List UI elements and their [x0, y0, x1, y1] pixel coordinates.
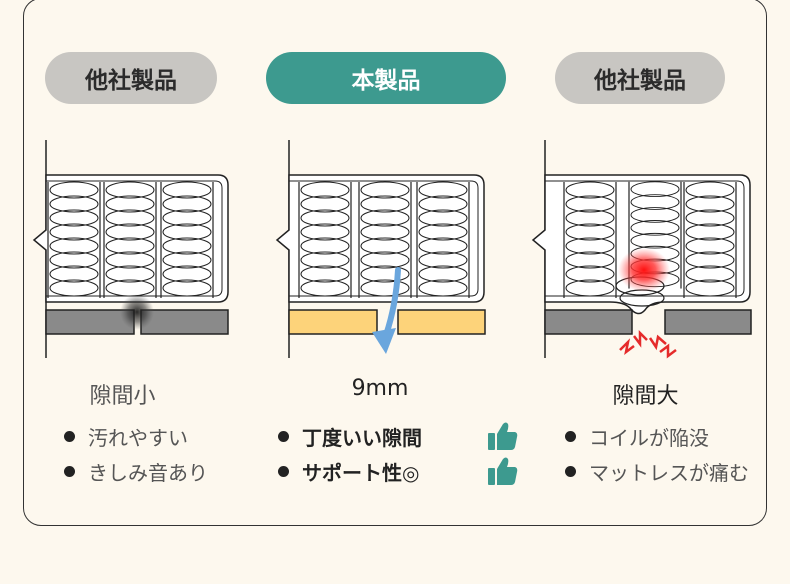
list-item: きしみ音あり — [64, 454, 208, 489]
thumbs-up-icon — [488, 457, 518, 485]
diagram-right-gap — [275, 140, 486, 358]
diagram-small-gap — [32, 140, 229, 358]
thumbs-up-icon — [488, 422, 518, 450]
label-competitor-right: 他社製品 — [555, 52, 725, 104]
list-item: コイルが陥没 — [565, 419, 749, 454]
pain-zigzag-icon — [619, 329, 677, 359]
list-item: サポート性◎ — [278, 454, 422, 489]
label-competitor-left: 他社製品 — [45, 52, 217, 104]
list-item: 丁度いい隙間 — [278, 419, 422, 454]
list-item: マットレスが痛む — [565, 454, 749, 489]
diagram-large-gap — [531, 140, 752, 359]
label-our-product: 本製品 — [266, 52, 506, 104]
dirt-smudge — [120, 294, 154, 330]
points-competitor-left: 汚れやすい きしみ音あり — [64, 419, 208, 489]
pain-glow — [618, 248, 670, 292]
caption-9mm: 9mm — [351, 376, 409, 401]
points-our-product: 丁度いい隙間 サポート性◎ — [278, 419, 422, 489]
caption-large-gap: 隙間大 — [612, 384, 679, 409]
list-item: 汚れやすい — [64, 419, 208, 454]
points-competitor-right: コイルが陥没 マットレスが痛む — [565, 419, 749, 489]
caption-small-gap: 隙間小 — [89, 384, 156, 409]
